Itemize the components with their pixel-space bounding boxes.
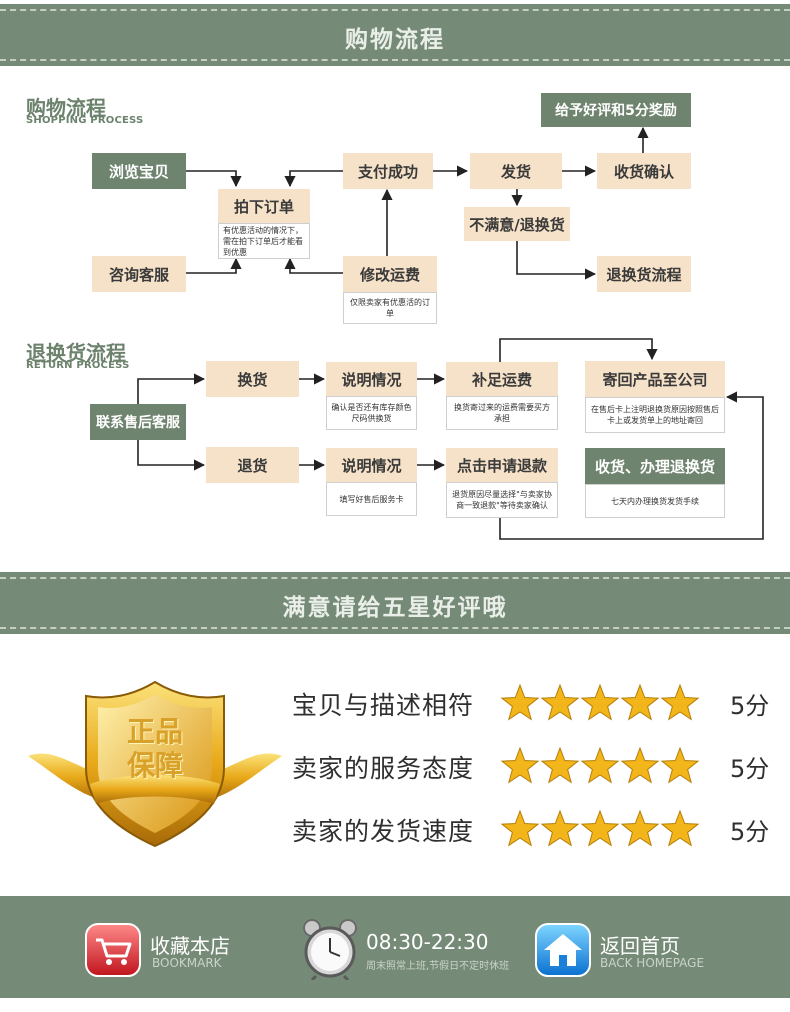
star-icon (620, 809, 660, 847)
unsatisfied-box: 不满意/退换货 (464, 207, 570, 241)
shopping-cart-icon (85, 923, 141, 977)
shopping-section-title: 购物流程 (26, 96, 106, 120)
bookmark-label: 收藏本店 (150, 934, 230, 958)
postage-note: 换货寄过来的运费需要买方承担 (446, 396, 558, 430)
rating-row: 卖家的服务态度 5分 (292, 743, 782, 789)
explain-b-box: 说明情况 (326, 448, 417, 482)
rating-score: 5分 (730, 818, 770, 846)
star-rating (500, 683, 700, 721)
hours-sub: 周末照常上班,节假日不定时休班 (366, 961, 510, 972)
explain-a-note: 确认是否还有库存颜色尺码供换货 (326, 396, 417, 430)
contact-box: 联系售后客服 (90, 404, 186, 440)
rating-score: 5分 (730, 755, 770, 783)
confirm-box: 收货确认 (597, 153, 691, 189)
rating-label: 卖家的服务态度 (292, 754, 475, 783)
arrow-consult-order (186, 257, 242, 274)
rating-label: 宝贝与描述相符 (292, 691, 475, 720)
review-band: 满意请给五星好评哦 (0, 572, 790, 634)
header-band: 购物流程 (0, 4, 790, 66)
modify-box: 修改运费 (343, 256, 437, 292)
star-icon (580, 809, 620, 847)
star-icon (500, 746, 540, 784)
star-rating (500, 746, 700, 784)
send-back-note: 在售后卡上注明退换货原因按照售后卡上或发货单上的地址寄回 (585, 397, 725, 433)
badge-text: 正品 保障 (24, 676, 286, 854)
rating-label: 卖家的发货速度 (292, 817, 475, 846)
rating-row: 卖家的发货速度 5分 (292, 806, 782, 852)
refund-box: 退货 (206, 447, 299, 483)
postage-box: 补足运费 (446, 362, 558, 396)
star-icon (620, 683, 660, 721)
return-section-title: 退换货流程 (26, 341, 126, 365)
rating-score: 5分 (730, 692, 770, 720)
arrow-apply-sendback (499, 391, 764, 540)
home-link[interactable]: 返回首页 BACK HOMEPAGE (534, 896, 734, 998)
exchange-box: 换货 (206, 361, 299, 397)
arrow-postage-sendback (499, 338, 658, 362)
arrow-contact-exchange (137, 373, 206, 404)
review-box: 给予好评和5分奖励 (541, 93, 691, 127)
home-icon (535, 923, 591, 977)
arrow-unsatisfied-exchange (516, 241, 597, 280)
pay-box: 支付成功 (343, 153, 433, 189)
apply-note: 退货原因尽量选择"与卖家协商一致退款"等待卖家确认 (446, 482, 558, 518)
home-label: 返回首页 (600, 934, 680, 958)
star-icon (540, 683, 580, 721)
arrow-pay-order (284, 170, 343, 188)
order-note: 有优惠活动的情况下，需在拍下订单后才能看到优惠 (218, 223, 310, 259)
quality-shield-icon (28, 680, 282, 848)
star-icon (660, 746, 700, 784)
ship-box: 发货 (470, 153, 562, 189)
star-icon (580, 683, 620, 721)
send-back-box: 寄回产品至公司 (585, 361, 725, 397)
arrow-browse-order (186, 170, 242, 188)
browse-box: 浏览宝贝 (92, 153, 186, 189)
star-icon (660, 683, 700, 721)
star-icon (660, 809, 700, 847)
footer-bar: 收藏本店 BOOKMARK 08:30-22:30 周末照常上班,节假日不定时休… (0, 896, 790, 998)
arrow-contact-refund (137, 440, 206, 471)
star-icon (540, 809, 580, 847)
shopping-section-subtitle: SHOPPING PROCESS (26, 115, 144, 126)
modify-note: 仅限卖家有优惠活的订单 (343, 292, 437, 324)
badge-line1: 正品 (126, 715, 183, 748)
alarm-clock-icon (303, 919, 357, 980)
consult-box: 咨询客服 (92, 256, 186, 292)
return-section-subtitle: RETURN PROCESS (26, 360, 130, 371)
receive-note: 七天内办理换货发货手续 (585, 484, 725, 518)
explain-b-note: 填写好售后服务卡 (326, 482, 417, 516)
star-icon (540, 746, 580, 784)
bookmark-sub: BOOKMARK (152, 956, 222, 970)
order-box: 拍下订单 (218, 189, 310, 223)
header-title: 购物流程 (345, 27, 445, 53)
exchange-flow-box: 退换货流程 (597, 256, 691, 292)
arrow-modify-order (284, 257, 343, 274)
apply-box: 点击申请退款 (446, 448, 558, 482)
flow-arrows (137, 126, 764, 540)
receive-box: 收货、办理退换货 (585, 448, 725, 484)
star-icon (580, 746, 620, 784)
hours-label: 08:30-22:30 (366, 930, 489, 954)
star-icon (620, 746, 660, 784)
bookmark-link[interactable]: 收藏本店 BOOKMARK (84, 896, 284, 998)
home-sub: BACK HOMEPAGE (600, 956, 705, 970)
star-icon (500, 809, 540, 847)
business-hours: 08:30-22:30 周末照常上班,节假日不定时休班 (300, 896, 530, 998)
rating-row: 宝贝与描述相符 5分 (292, 680, 782, 726)
explain-a-box: 说明情况 (326, 362, 417, 396)
star-icon (500, 683, 540, 721)
badge-line2: 保障 (126, 749, 183, 782)
review-band-title: 满意请给五星好评哦 (282, 595, 508, 621)
star-rating (500, 809, 700, 847)
